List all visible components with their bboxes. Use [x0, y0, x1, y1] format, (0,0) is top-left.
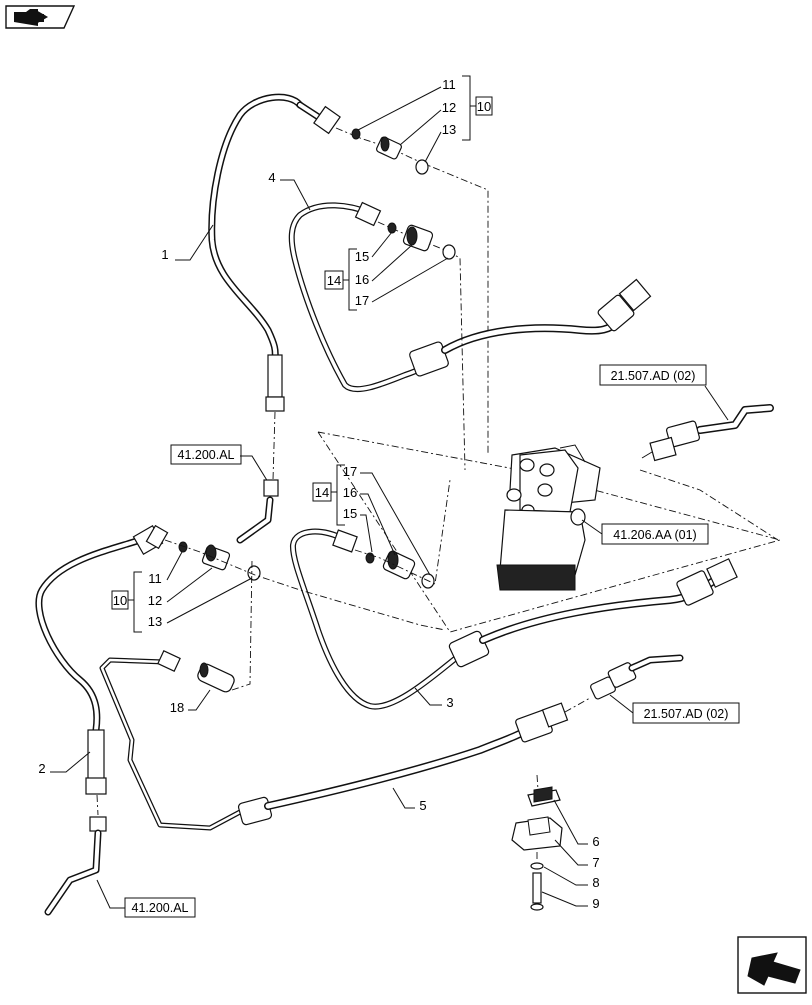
hose-1 [208, 93, 341, 412]
callout-13: 13 [442, 122, 456, 137]
ref-box-21507-mid[interactable]: 21.507.AD (02) [632, 702, 740, 724]
fitting-group-middle [354, 479, 451, 589]
clamp-assembly [511, 774, 563, 911]
callout-11: 11 [442, 77, 456, 92]
callout-group-10-top: 10 11 12 13 [357, 75, 493, 163]
book-arrow-icon [5, 5, 76, 29]
callout-13b: 13 [148, 614, 162, 629]
callout-10: 10 [477, 99, 491, 114]
ref-21507-top-label: 21.507.AD (02) [611, 369, 696, 383]
hose-2 [35, 524, 169, 795]
callout-8: 8 [592, 875, 599, 890]
callout-17b: 17 [343, 464, 357, 479]
callout-15b: 15 [343, 506, 357, 521]
callout-group-14-mid: 14 17 16 15 [312, 464, 431, 576]
ref-box-41200-mid[interactable]: 41.200.AL [170, 444, 242, 465]
hose-stub-mid [236, 479, 279, 544]
ref-41200-mid-label: 41.200.AL [178, 448, 235, 462]
callout-9: 9 [592, 896, 599, 911]
callout-10b: 10 [113, 593, 127, 608]
callout-17: 17 [355, 293, 369, 308]
fitting-group-lower [164, 539, 446, 631]
callout-12: 12 [442, 100, 456, 115]
pipe-5 [99, 650, 569, 831]
callout-4: 4 [268, 170, 275, 185]
fitting-group-top [335, 127, 489, 455]
ref-21507-mid-label: 21.507.AD (02) [644, 707, 729, 721]
ref-41200-bottom-label: 41.200.AL [132, 901, 189, 915]
callout-14: 14 [327, 273, 341, 288]
callout-7: 7 [592, 855, 599, 870]
sensor-mid [564, 654, 684, 713]
callout-6: 6 [592, 834, 599, 849]
arrow-left-down-icon [737, 936, 807, 994]
callout-16: 16 [355, 272, 369, 287]
ref-box-21507-top[interactable]: 21.507.AD (02) [599, 364, 707, 386]
callout-15: 15 [355, 249, 369, 264]
fitting-group-15-16-17 [377, 221, 466, 471]
callout-14b: 14 [315, 485, 329, 500]
callout-11b: 11 [148, 571, 162, 586]
callout-2: 2 [38, 761, 45, 776]
ref-box-41206[interactable]: 41.206.AA (01) [601, 523, 709, 545]
steering-valve [317, 431, 782, 633]
ref-box-41200-bottom[interactable]: 41.200.AL [124, 897, 196, 918]
callout-3: 3 [446, 695, 453, 710]
ref-41206-label: 41.206.AA (01) [613, 528, 696, 542]
callout-1: 1 [161, 247, 168, 262]
hose-4 [288, 201, 652, 393]
callout-group-14-top: 14 15 16 17 [324, 231, 449, 311]
callout-group-10-mid: 10 11 12 13 [111, 551, 253, 633]
callout-5: 5 [419, 798, 426, 813]
callout-12b: 12 [148, 593, 162, 608]
fitting-18 [197, 559, 253, 693]
hose-stub-bottom [44, 816, 107, 916]
hose-3 [289, 528, 738, 710]
sensor-top [641, 404, 774, 462]
callout-16b: 16 [343, 485, 357, 500]
callout-18: 18 [170, 700, 184, 715]
